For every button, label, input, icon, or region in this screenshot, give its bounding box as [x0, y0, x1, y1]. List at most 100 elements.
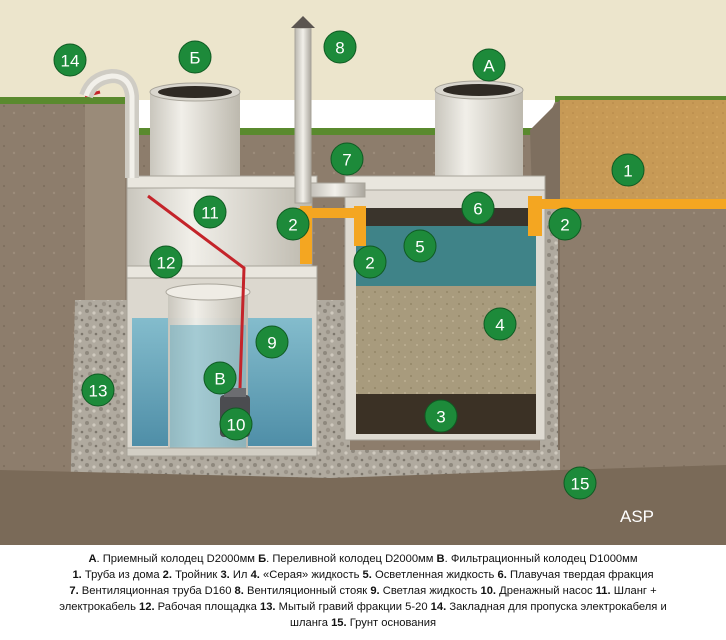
well-v-bottom	[126, 447, 318, 457]
grass-left	[0, 97, 125, 104]
sand-layer	[560, 100, 726, 205]
marker-13: 13	[81, 373, 115, 407]
caption-line-3: 7. Вентиляционная труба D160 8. Вентиляц…	[0, 583, 726, 599]
caption-key: 14.	[430, 601, 447, 613]
overflow-pipe	[298, 208, 360, 218]
caption-text: . Фильтрационный колодец D1000мм	[444, 553, 638, 565]
caption-key: 4.	[250, 569, 260, 581]
marker-circle	[219, 407, 253, 441]
caption-text: «Серая» жидкость	[259, 569, 363, 581]
caption-key: Б	[258, 553, 267, 565]
marker-5: 5	[403, 229, 437, 263]
marker-label: А	[483, 57, 495, 76]
marker-circle	[472, 48, 506, 82]
marker-circle	[323, 30, 357, 64]
caption-text: Тройник	[172, 569, 221, 581]
caption-key: 15.	[331, 617, 347, 629]
well-b-neck-hole	[158, 86, 232, 98]
marker-label: 2	[560, 216, 569, 235]
marker-circle	[276, 207, 310, 241]
marker-circle	[424, 399, 458, 433]
marker-circle	[563, 466, 597, 500]
caption-key: 1.	[72, 569, 82, 581]
clarified-liquid	[356, 226, 536, 286]
caption: А. Приемный колодец D2000мм Б. Переливно…	[0, 545, 726, 640]
caption-text: Труба из дома	[81, 569, 163, 581]
caption-text: Мытый гравий фракции 5-20	[275, 601, 431, 613]
caption-key: А	[88, 553, 97, 565]
caption-text: шланга	[289, 617, 332, 629]
marker-label: Б	[189, 49, 200, 68]
marker-circle	[193, 195, 227, 229]
marker-15: 15	[563, 466, 597, 500]
grass-right	[555, 96, 726, 102]
caption-line-2: 1. Труба из дома 2. Тройник 3. Ил 4. «Се…	[0, 567, 726, 583]
house-pipe	[530, 199, 726, 209]
caption-key: 11.	[595, 585, 611, 597]
caption-text: Закладная для пропуска электрокабеля и	[446, 601, 667, 613]
marker-circle	[483, 307, 517, 341]
marker-label: 2	[288, 216, 297, 235]
marker-label: 6	[473, 200, 482, 219]
well-b-neck	[150, 90, 240, 182]
caption-text: Шланг +	[610, 585, 657, 597]
caption-text: Плавучая твердая фракция	[506, 569, 654, 581]
marker-6: 6	[461, 191, 495, 225]
marker-circle	[461, 191, 495, 225]
marker-label: 5	[415, 238, 424, 257]
vent-riser	[294, 27, 312, 204]
watermark-asp: ASP	[620, 507, 654, 526]
caption-text: Дренажный насос	[496, 585, 596, 597]
marker-label: В	[214, 370, 225, 389]
well-b-slab	[126, 175, 318, 189]
marker-label: 13	[89, 382, 108, 401]
marker-label: 12	[157, 254, 176, 273]
well-a-neck-hole	[443, 84, 515, 96]
marker-label: 2	[365, 254, 374, 273]
marker-1: 1	[611, 153, 645, 187]
pit-left-wall	[85, 104, 125, 300]
well-a-neck	[435, 88, 523, 184]
sky	[0, 0, 726, 100]
marker-4: 4	[483, 307, 517, 341]
grass-middle	[125, 128, 540, 135]
caption-text: . Приемный колодец D2000мм	[96, 553, 259, 565]
caption-key: 8.	[234, 585, 244, 597]
marker-label: 11	[201, 204, 219, 223]
marker-9: 9	[255, 325, 289, 359]
marker-circle	[353, 245, 387, 279]
drain-pump-top	[224, 388, 246, 397]
vent-pipe-horizontal	[304, 182, 366, 198]
caption-text: Осветленная жидкость	[371, 569, 498, 581]
caption-line-4: электрокабель 12. Рабочая площадка 13. М…	[0, 599, 726, 615]
marker-2c: 2	[353, 245, 387, 279]
marker-2a: 2	[276, 207, 310, 241]
caption-key: 5.	[362, 569, 372, 581]
caption-text: Грунт основания	[346, 617, 437, 629]
marker-8: 8	[323, 30, 357, 64]
caption-text: Ил	[229, 569, 251, 581]
caption-key: 7.	[69, 585, 79, 597]
inlet-tee	[528, 196, 542, 236]
marker-14: 14	[53, 43, 87, 77]
caption-text: Вентиляционный стояк	[243, 585, 371, 597]
marker-circle	[53, 43, 87, 77]
marker-label: 7	[342, 151, 351, 170]
marker-label: 9	[267, 334, 276, 353]
marker-3: 3	[424, 399, 458, 433]
caption-key: 12.	[139, 601, 155, 613]
marker-circle	[81, 373, 115, 407]
marker-circle	[203, 361, 237, 395]
marker-label: 10	[227, 416, 246, 435]
marker-circle	[403, 229, 437, 263]
marker-7: 7	[330, 142, 364, 176]
marker-V: В	[203, 361, 237, 395]
marker-label: 1	[623, 162, 632, 181]
caption-text: Рабочая площадка	[154, 601, 260, 613]
caption-text: электрокабель	[59, 601, 140, 613]
caption-key: 6.	[497, 569, 507, 581]
hose-cable	[147, 194, 246, 389]
marker-circle	[611, 153, 645, 187]
